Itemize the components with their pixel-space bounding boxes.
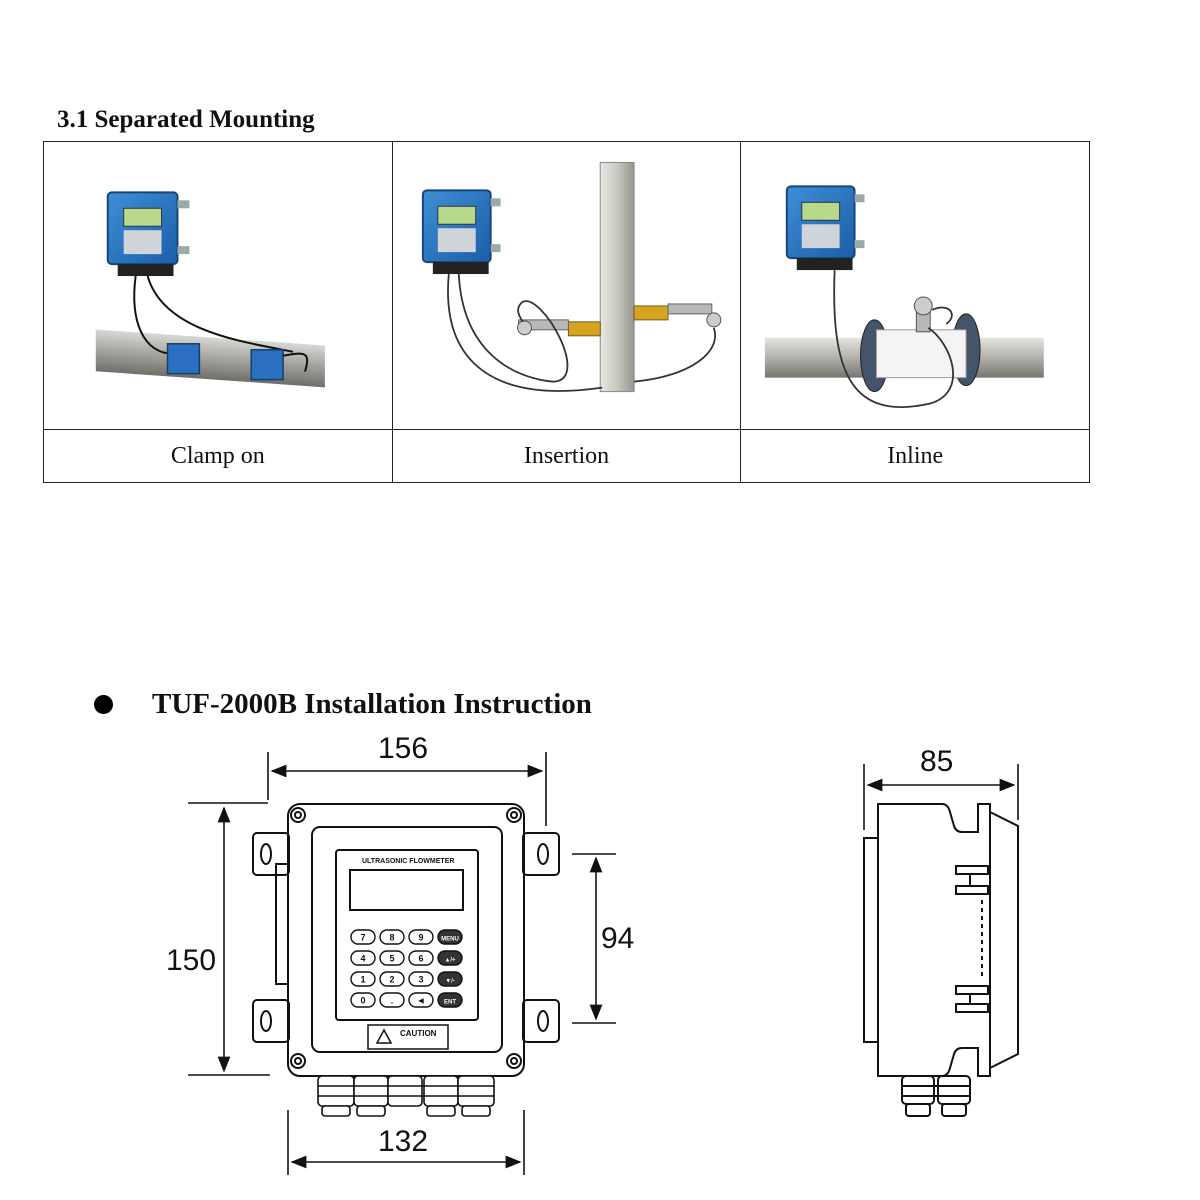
keypad-key — [379, 971, 405, 987]
keypad-key — [437, 929, 463, 945]
insertion-diagram — [421, 161, 721, 393]
mount-label-clamp-on: Clamp on — [43, 429, 393, 483]
keypad-key — [437, 971, 463, 987]
caution-label: CAUTION — [400, 1029, 437, 1038]
inline-illustration — [740, 141, 1090, 430]
bullet-icon — [94, 695, 113, 714]
keypad-key — [408, 950, 434, 966]
keypad-key-label: ▼/- — [445, 979, 455, 985]
keypad-key-label: . — [391, 996, 394, 1006]
keypad-key — [437, 950, 463, 966]
keypad-key — [408, 971, 434, 987]
mount-label-inline: Inline — [740, 429, 1090, 483]
dimension-lines — [188, 752, 616, 1175]
keypad-key-label: ENT — [444, 1000, 456, 1006]
keypad-key — [379, 929, 405, 945]
mounting-table: Clamp on Insertion Inline — [43, 141, 1090, 483]
keypad-key — [379, 992, 405, 1008]
keypad-key-label: 2 — [389, 975, 394, 985]
keypad-key — [350, 950, 376, 966]
keypad-key — [350, 971, 376, 987]
keypad-key-label: 6 — [418, 954, 423, 964]
dim-width-bottom: 132 — [378, 1125, 428, 1158]
keypad-key — [350, 992, 376, 1008]
keypad-key-label: 8 — [389, 933, 394, 943]
clamp-on-diagram — [95, 191, 325, 388]
dim-keypad-height: 94 — [601, 922, 634, 955]
section-title: 3.1 Separated Mounting — [57, 106, 315, 133]
keypad-key-label: 5 — [389, 954, 394, 964]
dim-height-left: 150 — [166, 944, 216, 977]
front-view — [252, 803, 560, 1077]
inline-diagram — [765, 185, 1045, 409]
keypad-key-label: 9 — [418, 933, 423, 943]
keypad-key — [408, 992, 434, 1008]
keypad-key — [350, 929, 376, 945]
cable-glands — [317, 1075, 495, 1117]
keypad-key-label: 0 — [360, 996, 365, 1006]
keypad-key-label: MENU — [441, 937, 459, 943]
panel-title: ULTRASONIC FLOWMETER — [362, 858, 454, 865]
keypad-key-label: 4 — [360, 954, 365, 964]
mount-label-insertion: Insertion — [391, 429, 742, 483]
depth-dimension — [863, 764, 1019, 830]
clamp-on-illustration — [43, 141, 393, 430]
keypad-key — [408, 929, 434, 945]
dim-depth: 85 — [920, 745, 953, 778]
keypad: 7 8 9 MENU 4 5 6 ▲/+ 1 2 3 ▼/- 0. ◄ ENT — [350, 929, 463, 1008]
installation-title: TUF-2000B Installation Instruction — [152, 688, 592, 720]
caution-plate — [367, 1024, 449, 1050]
keypad-key — [379, 950, 405, 966]
keypad-key-label: 7 — [360, 933, 365, 943]
insertion-illustration — [391, 141, 742, 430]
side-view — [863, 803, 1019, 1117]
keypad-key-label: ◄ — [417, 996, 426, 1006]
keypad-key-label: 1 — [360, 975, 365, 985]
dim-width-top: 156 — [378, 732, 428, 765]
warning-icon — [375, 1028, 393, 1044]
keypad-key-label: ▲/+ — [444, 958, 456, 964]
keypad-key-label: 3 — [418, 975, 423, 985]
keypad-key — [437, 992, 463, 1008]
